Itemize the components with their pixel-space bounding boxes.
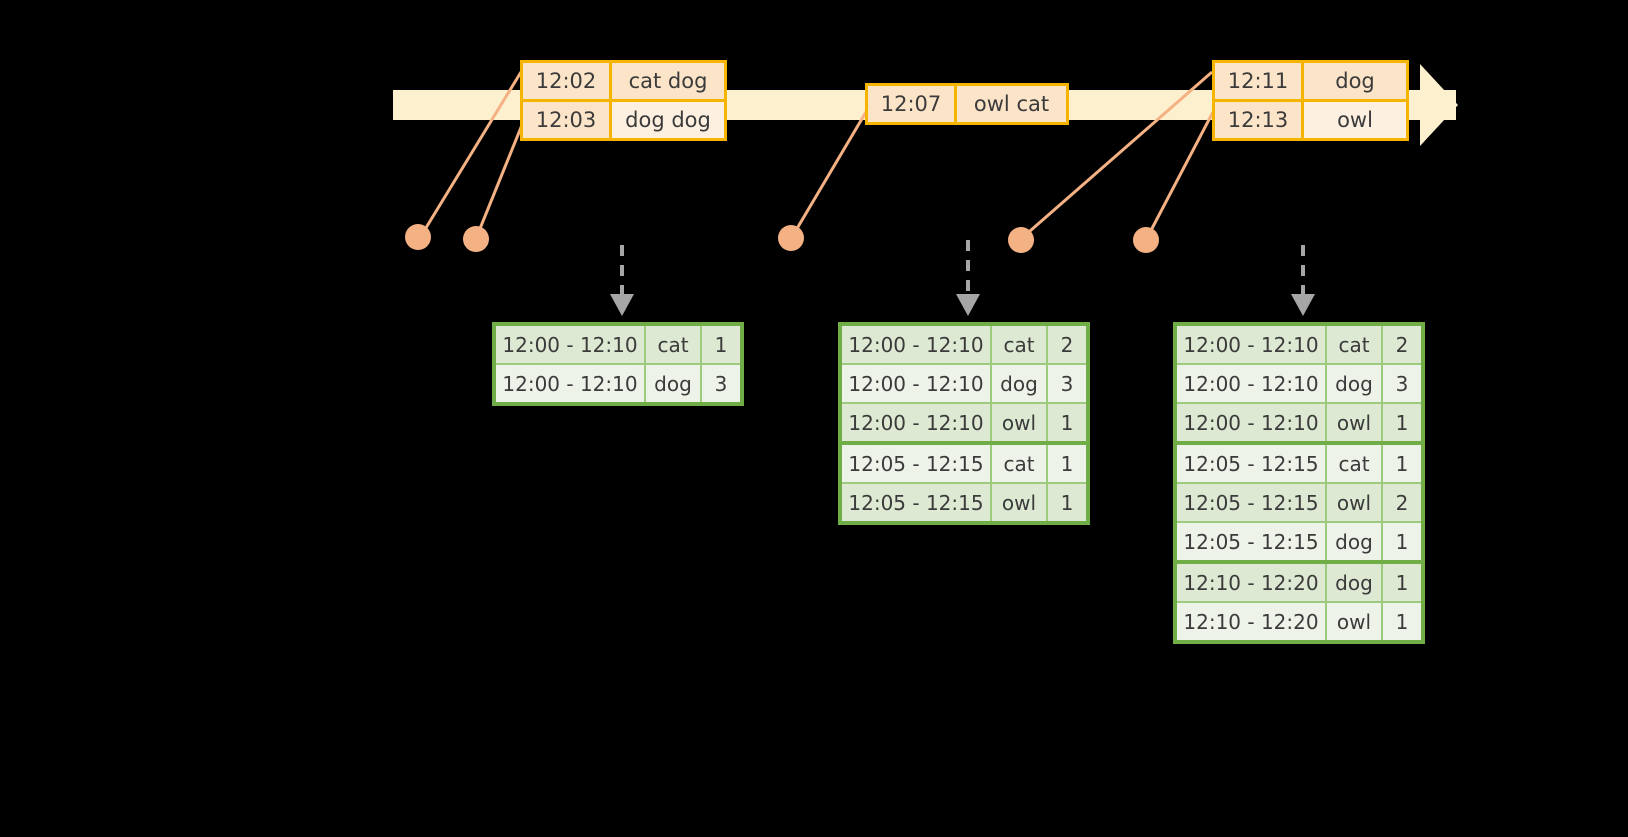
window-cell: 12:05 - 12:15 — [842, 484, 990, 521]
window-cell: 12:00 - 12:10 — [496, 326, 644, 363]
event-time: 12:11 — [1215, 63, 1301, 99]
table-row[interactable]: 12:05 - 12:15 owl 1 — [842, 482, 1086, 521]
window-cell: 12:05 - 12:15 — [1177, 523, 1325, 560]
count-cell: 1 — [1046, 445, 1086, 482]
key-cell: owl — [1325, 603, 1381, 640]
event-payload: dog dog — [609, 102, 724, 138]
table-row[interactable]: 12:10 - 12:20 dog 1 — [1177, 560, 1421, 601]
result-table-1[interactable]: 12:00 - 12:10 cat 1 12:00 - 12:10 dog 3 — [492, 322, 744, 406]
connector-dot — [1008, 227, 1034, 253]
event-payload: dog — [1301, 63, 1406, 99]
key-cell: dog — [644, 365, 700, 402]
key-cell: cat — [990, 445, 1046, 482]
key-cell: dog — [1325, 564, 1381, 601]
table-row[interactable]: 12:10 - 12:20 owl 1 — [1177, 601, 1421, 640]
window-cell: 12:05 - 12:15 — [1177, 445, 1325, 482]
count-cell: 1 — [1381, 445, 1421, 482]
window-cell: 12:00 - 12:10 — [842, 404, 990, 441]
key-cell: dog — [1325, 523, 1381, 560]
right-arrow-icon — [1420, 64, 1458, 146]
count-cell: 1 — [1381, 564, 1421, 601]
count-cell: 3 — [1046, 365, 1086, 402]
window-cell: 12:05 - 12:15 — [1177, 484, 1325, 521]
event-time: 12:02 — [523, 63, 609, 99]
key-cell: owl — [1325, 404, 1381, 441]
connector-dot — [778, 225, 804, 251]
window-cell: 12:10 - 12:20 — [1177, 603, 1325, 640]
window-cell: 12:00 - 12:10 — [842, 365, 990, 402]
window-cell: 12:10 - 12:20 — [1177, 564, 1325, 601]
count-cell: 1 — [1046, 484, 1086, 521]
key-cell: cat — [644, 326, 700, 363]
count-cell: 2 — [1381, 484, 1421, 521]
table-row[interactable]: 12:05 - 12:15 owl 2 — [1177, 482, 1421, 521]
event-time: 12:13 — [1215, 102, 1301, 138]
event-row[interactable]: 12:03 dog dog — [523, 99, 724, 138]
key-cell: cat — [1325, 445, 1381, 482]
key-cell: cat — [1325, 326, 1381, 363]
window-cell: 12:00 - 12:10 — [1177, 326, 1325, 363]
count-cell: 1 — [1381, 404, 1421, 441]
count-cell: 2 — [1381, 326, 1421, 363]
table-row[interactable]: 12:00 - 12:10 cat 1 — [496, 326, 740, 363]
event-payload: owl cat — [954, 86, 1066, 122]
event-group-2[interactable]: 12:07 owl cat — [865, 83, 1069, 125]
table-row[interactable]: 12:00 - 12:10 dog 3 — [1177, 363, 1421, 402]
count-cell: 3 — [1381, 365, 1421, 402]
event-time: 12:03 — [523, 102, 609, 138]
table-row[interactable]: 12:00 - 12:10 owl 1 — [1177, 402, 1421, 441]
table-row[interactable]: 12:00 - 12:10 cat 2 — [1177, 326, 1421, 363]
event-payload: owl — [1301, 102, 1406, 138]
table-row[interactable]: 12:00 - 12:10 dog 3 — [496, 363, 740, 402]
count-cell: 1 — [1046, 404, 1086, 441]
event-row[interactable]: 12:02 cat dog — [523, 63, 724, 99]
event-group-3[interactable]: 12:11 dog 12:13 owl — [1212, 60, 1409, 141]
event-group-1[interactable]: 12:02 cat dog 12:03 dog dog — [520, 60, 727, 141]
result-table-2[interactable]: 12:00 - 12:10 cat 2 12:00 - 12:10 dog 3 … — [838, 322, 1090, 525]
event-row[interactable]: 12:13 owl — [1215, 99, 1406, 138]
table-row[interactable]: 12:00 - 12:10 dog 3 — [842, 363, 1086, 402]
key-cell: cat — [990, 326, 1046, 363]
event-row[interactable]: 12:11 dog — [1215, 63, 1406, 99]
count-cell: 1 — [700, 326, 740, 363]
window-cell: 12:00 - 12:10 — [496, 365, 644, 402]
count-cell: 1 — [1381, 523, 1421, 560]
window-cell: 12:05 - 12:15 — [842, 445, 990, 482]
count-cell: 3 — [700, 365, 740, 402]
key-cell: owl — [990, 484, 1046, 521]
table-row[interactable]: 12:00 - 12:10 owl 1 — [842, 402, 1086, 441]
window-cell: 12:00 - 12:10 — [1177, 404, 1325, 441]
window-cell: 12:00 - 12:10 — [842, 326, 990, 363]
key-cell: owl — [990, 404, 1046, 441]
window-cell: 12:00 - 12:10 — [1177, 365, 1325, 402]
result-table-3[interactable]: 12:00 - 12:10 cat 2 12:00 - 12:10 dog 3 … — [1173, 322, 1425, 644]
key-cell: dog — [990, 365, 1046, 402]
table-row[interactable]: 12:05 - 12:15 cat 1 — [842, 441, 1086, 482]
key-cell: owl — [1325, 484, 1381, 521]
event-payload: cat dog — [609, 63, 724, 99]
table-row[interactable]: 12:05 - 12:15 dog 1 — [1177, 521, 1421, 560]
count-cell: 1 — [1381, 603, 1421, 640]
count-cell: 2 — [1046, 326, 1086, 363]
table-row[interactable]: 12:00 - 12:10 cat 2 — [842, 326, 1086, 363]
event-time: 12:07 — [868, 86, 954, 122]
connector-dot — [463, 226, 489, 252]
connector-dot — [1133, 227, 1159, 253]
table-row[interactable]: 12:05 - 12:15 cat 1 — [1177, 441, 1421, 482]
key-cell: dog — [1325, 365, 1381, 402]
event-row[interactable]: 12:07 owl cat — [868, 86, 1066, 122]
connector-dot — [405, 224, 431, 250]
